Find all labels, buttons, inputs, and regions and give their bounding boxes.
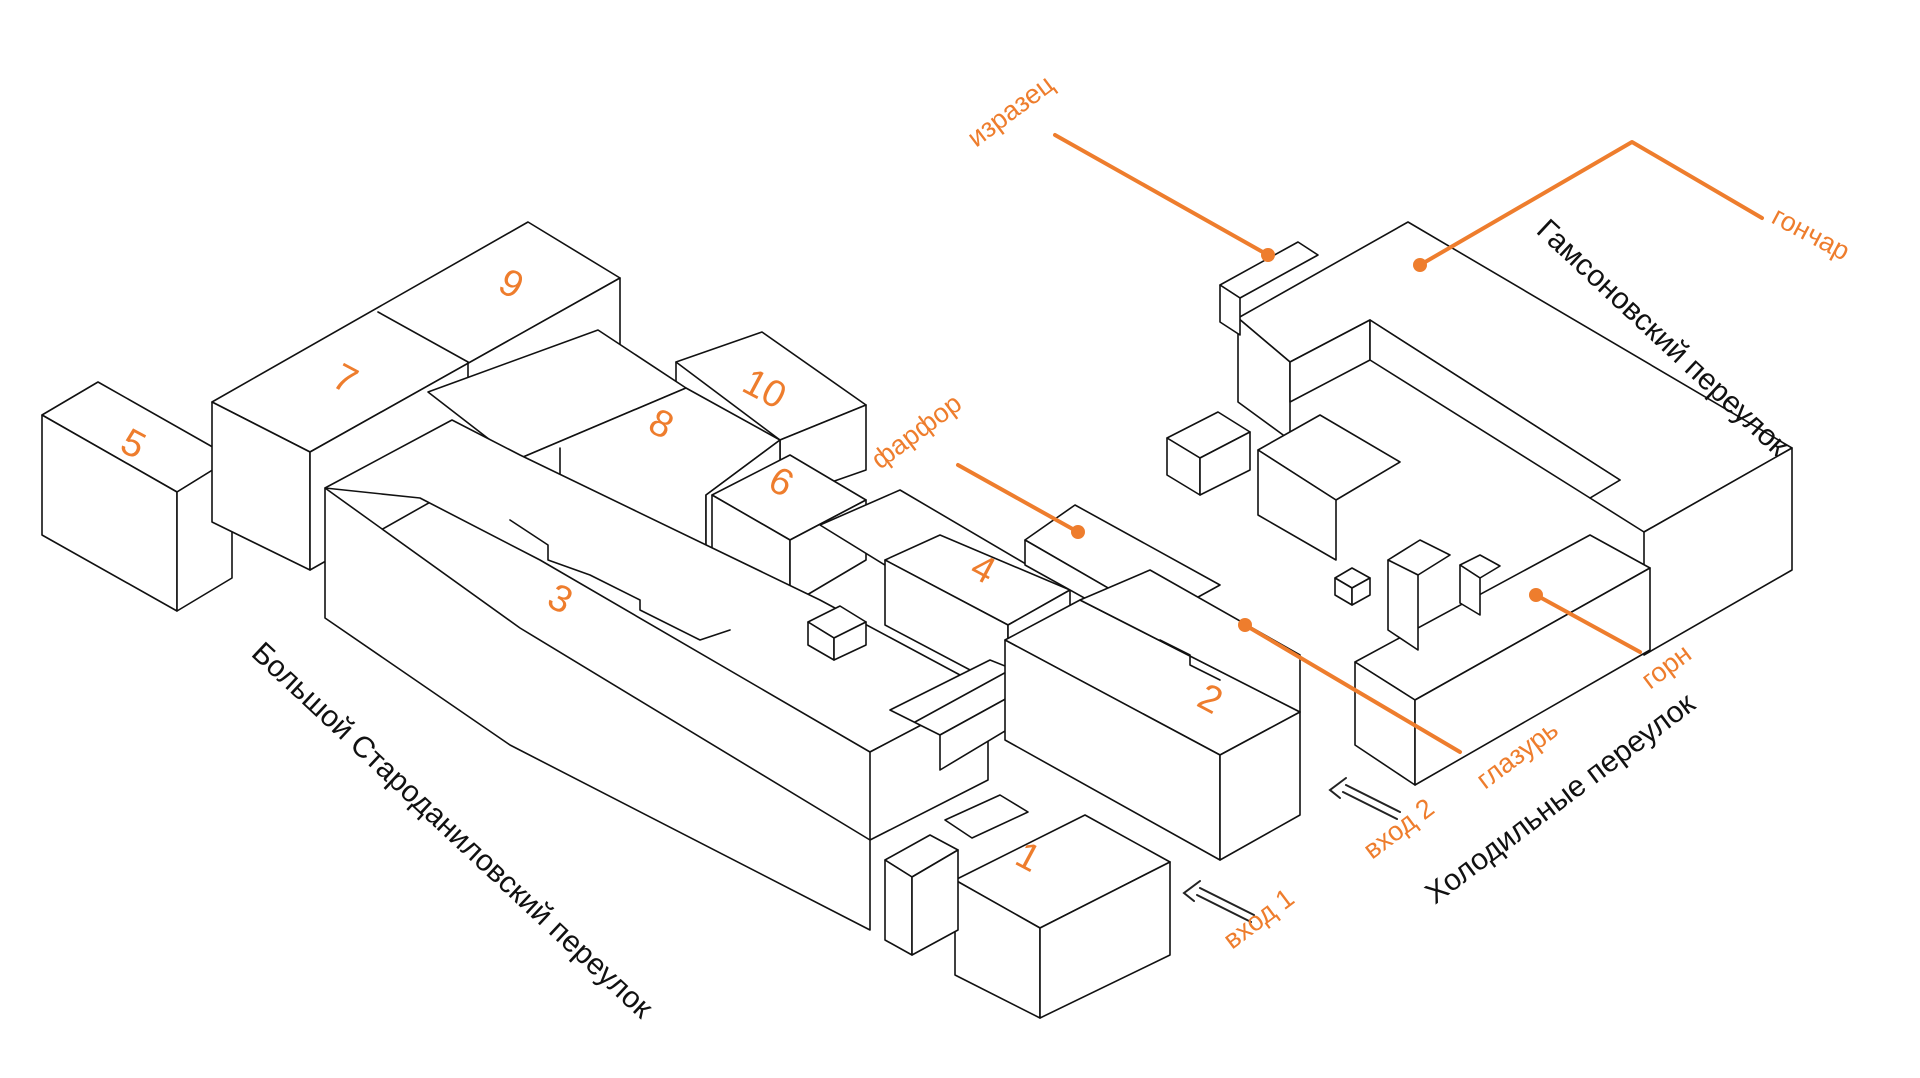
building-2[interactable] — [1004, 504, 1301, 861]
building-1[interactable] — [884, 794, 1171, 1019]
leader-farfor — [956, 463, 1085, 539]
small-cube-right-1 — [1166, 411, 1251, 496]
label-entry-2: вход 2 — [1358, 793, 1440, 865]
marker-dot-farfor[interactable] — [1071, 525, 1085, 539]
entrance-2-arrow[interactable] — [1328, 777, 1401, 820]
leader-gonchar — [1413, 140, 1764, 272]
label-farfor: фарфор — [866, 388, 968, 475]
marker-dot-glazur[interactable] — [1238, 618, 1252, 632]
building-complex-right[interactable] — [1219, 221, 1793, 786]
building-5[interactable] — [41, 381, 233, 612]
marker-dot-gonchar[interactable] — [1413, 258, 1427, 272]
leader-gorn — [1529, 588, 1642, 654]
label-gonchar: гончар — [1767, 201, 1855, 267]
label-izrazets: изразец — [962, 69, 1060, 153]
leader-glazur — [1238, 618, 1462, 754]
small-cube-right-2 — [1334, 567, 1371, 606]
marker-dot-gorn[interactable] — [1529, 588, 1543, 602]
label-entry-1: вход 1 — [1218, 883, 1300, 955]
building-label-3: 3 — [541, 576, 579, 623]
leader-izrazets — [1053, 133, 1275, 262]
marker-dot-izrazets[interactable] — [1261, 248, 1275, 262]
entrance-1-arrow[interactable] — [1182, 880, 1255, 923]
small-cube-center — [807, 605, 867, 661]
